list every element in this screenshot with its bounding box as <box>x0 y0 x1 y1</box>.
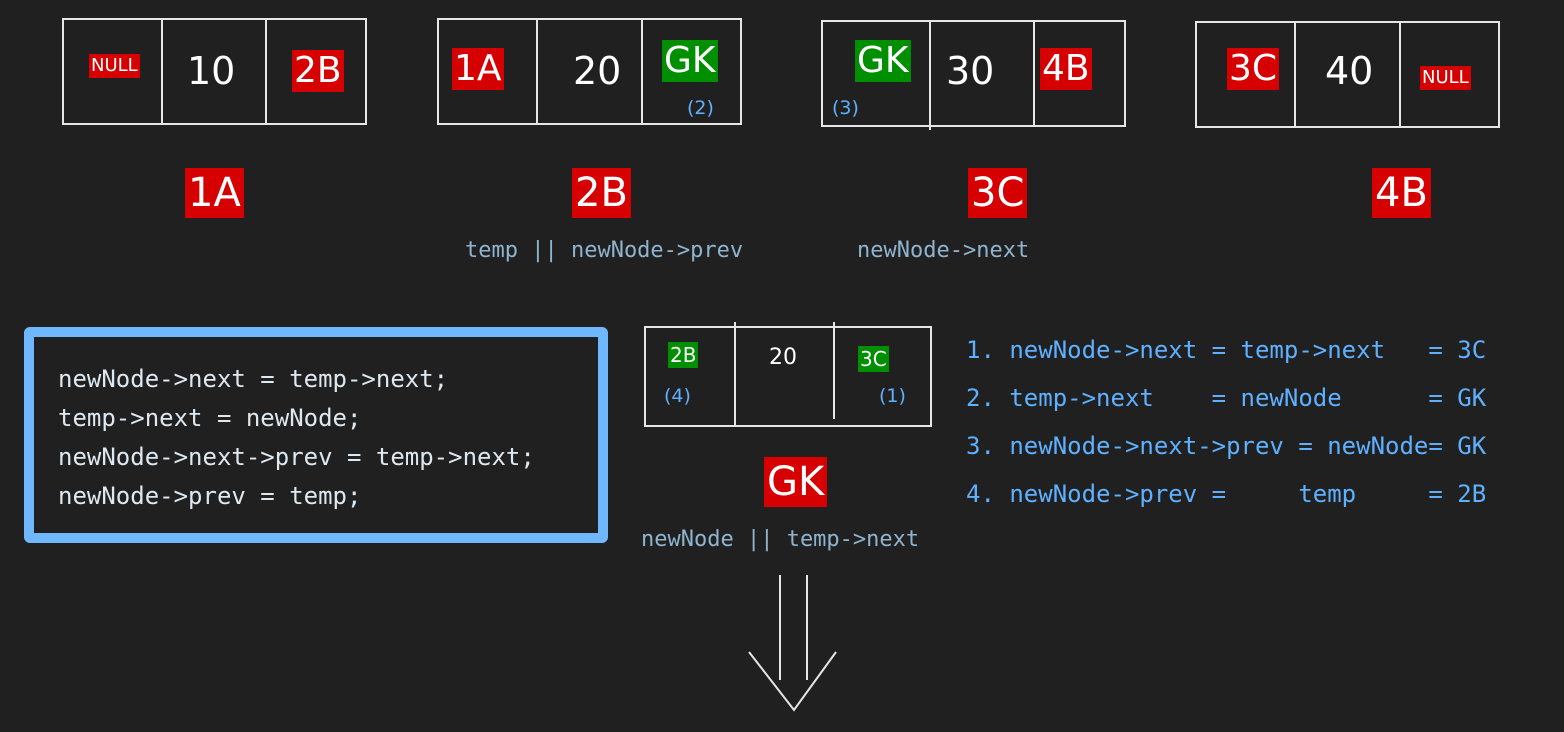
node-3c-box <box>821 20 1126 130</box>
node-2b-box <box>437 18 742 125</box>
new-node-label: newNode || temp->next <box>641 527 920 552</box>
node-divider <box>161 20 163 123</box>
step-line-4: 4. newNode->prev = temp = 2B <box>966 480 1487 508</box>
node-divider <box>833 322 835 419</box>
node-2b-value: 20 <box>573 49 622 93</box>
node-3c-value: 30 <box>946 49 995 93</box>
code-panel: newNode->next = temp->next; temp->next =… <box>24 327 608 543</box>
node-2b-address: 2B <box>572 168 631 218</box>
node-2b-next-pointer: GK <box>662 40 718 82</box>
node-2b-prev-pointer: 1A <box>452 48 504 90</box>
node-4b-value: 40 <box>1325 49 1374 93</box>
double-down-arrow-icon <box>748 575 837 712</box>
step-line-2: 2. temp->next = newNode = GK <box>966 384 1487 412</box>
step-1-marker: (1) <box>879 385 906 407</box>
node-1a-next-pointer: 2B <box>292 50 344 92</box>
node-4b-box <box>1195 21 1500 128</box>
node-divider <box>734 322 736 425</box>
code-line-4: newNode->prev = temp; <box>58 482 362 510</box>
new-node-gk-box <box>644 322 932 427</box>
step-line-3: 3. newNode->next->prev = newNode= GK <box>966 432 1487 460</box>
step-2-marker: (2) <box>687 97 714 119</box>
node-2b-label: temp || newNode->prev <box>465 238 744 263</box>
node-1a-address: 1A <box>185 168 244 218</box>
step-line-1: 1. newNode->next = temp->next = 3C <box>966 336 1487 364</box>
node-divider <box>536 20 538 123</box>
node-4b-prev-pointer: 3C <box>1227 48 1280 90</box>
node-3c-address: 3C <box>968 168 1028 218</box>
new-node-address: GK <box>764 457 828 507</box>
node-4b-next-pointer: NULL <box>1420 66 1471 90</box>
code-line-1: newNode->next = temp->next; <box>58 365 449 393</box>
node-3c-label: newNode->next <box>857 238 1030 263</box>
node-divider <box>1294 23 1296 126</box>
node-divider <box>1399 23 1401 126</box>
step-3-marker: (3) <box>832 97 859 119</box>
node-4b-address: 4B <box>1372 168 1431 218</box>
node-divider <box>641 20 643 123</box>
node-1a-value: 10 <box>187 49 236 93</box>
step-4-marker: (4) <box>664 385 691 407</box>
code-line-3: newNode->next->prev = temp->next; <box>58 443 535 471</box>
code-line-2: temp->next = newNode; <box>58 404 362 432</box>
node-1a-prev-pointer: NULL <box>89 54 140 78</box>
node-divider <box>265 20 267 123</box>
node-divider <box>1033 22 1035 125</box>
new-node-value: 20 <box>769 345 797 370</box>
node-1a-box <box>62 18 367 125</box>
node-divider <box>929 22 931 130</box>
node-3c-next-pointer: 4B <box>1040 48 1092 90</box>
new-node-next-pointer: 3C <box>858 346 889 372</box>
node-3c-prev-pointer: GK <box>855 40 911 82</box>
new-node-prev-pointer: 2B <box>668 342 699 368</box>
